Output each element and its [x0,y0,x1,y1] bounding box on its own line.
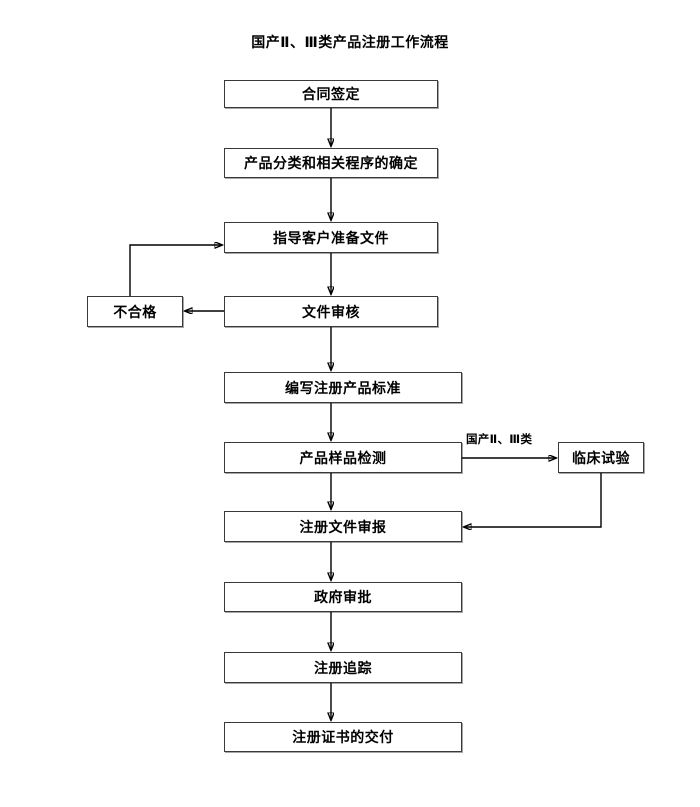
node-registration-submission[interactable]: 注册文件审报 [224,511,462,542]
node-document-review[interactable]: 文件审核 [224,296,438,327]
node-contract-signing[interactable]: 合同签定 [224,80,438,108]
node-government-approval[interactable]: 政府审批 [224,582,462,612]
node-write-product-standard[interactable]: 编写注册产品标准 [224,372,462,403]
node-registration-tracking[interactable]: 注册追踪 [224,652,462,683]
node-certificate-delivery[interactable]: 注册证书的交付 [224,722,462,752]
page-title: 国产Ⅱ、Ⅲ类产品注册工作流程 [251,35,449,51]
node-guide-client-documents[interactable]: 指导客户准备文件 [224,222,438,253]
node-clinical-trial[interactable]: 临床试验 [558,442,644,473]
node-product-classification[interactable]: 产品分类和相关程序的确定 [224,148,438,178]
node-sample-testing[interactable]: 产品样品检测 [224,442,462,473]
edge-label-domestic-class-2-3: 国产Ⅱ、Ⅲ类 [466,432,533,446]
node-not-qualified[interactable]: 不合格 [87,296,183,327]
